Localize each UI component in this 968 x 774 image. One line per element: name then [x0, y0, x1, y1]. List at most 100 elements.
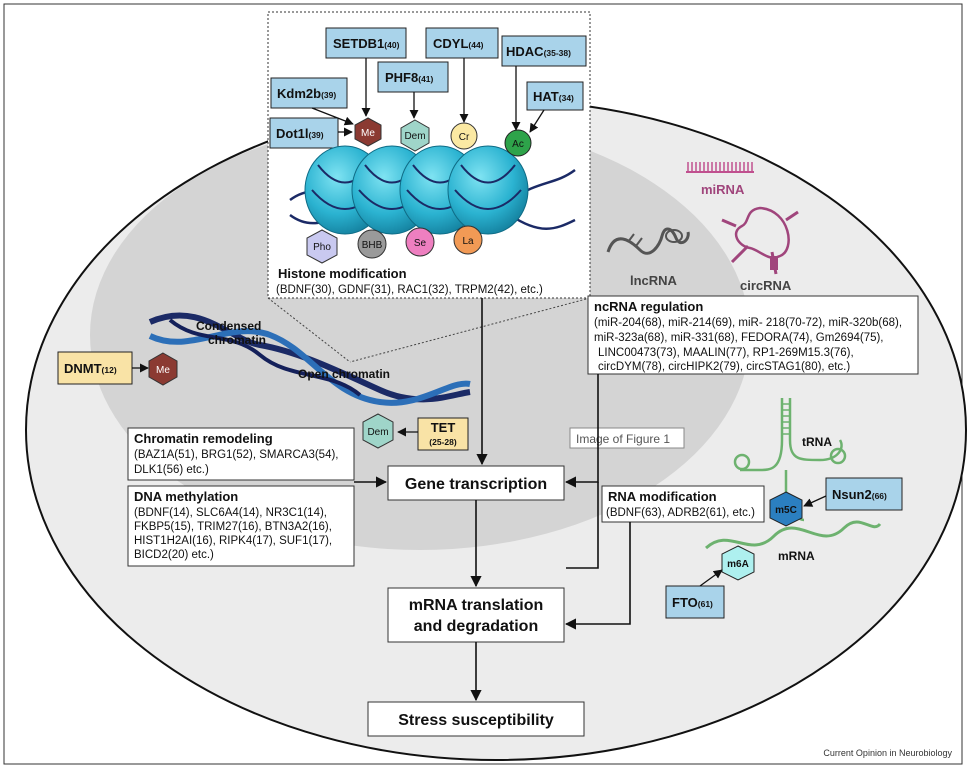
bhb-mark: BHB: [357, 229, 387, 259]
chromatin-remodeling-box: Chromatin remodeling (BAZ1A(51), BRG1(52…: [127, 427, 355, 481]
histone-title: Histone modification: [278, 266, 407, 281]
ncrna-to-translation-line: [566, 482, 599, 569]
svg-text:DLK1(56) etc.): DLK1(56) etc.): [134, 464, 209, 476]
image-tooltip: Image of Figure 1: [569, 427, 685, 449]
dna-methylation-box: DNA methylation (BDNF(14), SLC6A4(14), N…: [127, 485, 355, 567]
svg-text:BHB: BHB: [362, 240, 383, 251]
zoom-line-left: [267, 297, 351, 363]
gene-transcription-box: Gene transcription: [387, 465, 565, 501]
ncrna-box: ncRNA regulation (miR-204(68), miR-214(6…: [587, 295, 919, 375]
svg-text:Image of Figure 1: Image of Figure 1: [576, 432, 670, 446]
svg-text:FKBP5(15), TRIM27(16), BTN3A2(: FKBP5(15), TRIM27(16), BTN3A2(16),: [134, 521, 332, 533]
m6a-mark: m6A: [721, 545, 755, 581]
condensed-label-2: chromatin: [208, 333, 266, 347]
svg-text:SETDB1(40): SETDB1(40): [333, 36, 400, 51]
nsun2-box: Nsun2(66): [825, 477, 903, 511]
hat-arrow: [529, 109, 545, 133]
svg-text:(BDNF(14), SLC6A4(14), NR3C1(1: (BDNF(14), SLC6A4(14), NR3C1(14),: [134, 507, 327, 519]
rna-modification-box: RNA modification (BDNF(63), ADRB2(61), e…: [601, 485, 765, 523]
hdac-box: HDAC(35-38): [501, 35, 587, 67]
fto-box: FTO(61): [665, 585, 725, 619]
svg-text:Stress susceptibility: Stress susceptibility: [398, 712, 554, 729]
hat-box: HAT(34): [526, 81, 584, 111]
kdm2b-arrow: [311, 107, 354, 126]
svg-text:Se: Se: [414, 238, 427, 249]
svg-text:Pho: Pho: [313, 242, 331, 253]
svg-text:(miR-204(68), miR-214(69), miR: (miR-204(68), miR-214(69), miR- 218(70-7…: [594, 317, 902, 329]
condensed-label-1: Condensed: [196, 319, 261, 333]
ac-mark: Ac: [504, 129, 532, 157]
lncrna-label: lncRNA: [630, 273, 678, 288]
trna-label: tRNA: [802, 435, 832, 449]
svg-text:PHF8(41): PHF8(41): [385, 70, 434, 85]
svg-text:miR-323a(68), miR-331(68), FED: miR-323a(68), miR-331(68), FEDORA(74), G…: [594, 332, 884, 344]
svg-text:Dem: Dem: [404, 131, 425, 142]
rnamod-to-translation-arrow: [564, 522, 631, 630]
svg-text:Cr: Cr: [459, 132, 470, 143]
pho-mark: Pho: [306, 229, 338, 264]
lncrna-icon: [606, 227, 690, 255]
svg-text:DNA methylation: DNA methylation: [134, 489, 238, 504]
mrna-label: mRNA: [778, 549, 815, 563]
dot1l-box: Dot1l(39): [269, 117, 339, 149]
phf8-box: PHF8(41): [377, 61, 449, 93]
svg-text:m5C: m5C: [775, 505, 797, 516]
svg-text:Me: Me: [156, 365, 170, 376]
svg-text:HDAC(35-38): HDAC(35-38): [506, 44, 571, 59]
svg-text:mRNA translation: mRNA translation: [409, 597, 544, 614]
svg-text:DNMT(12): DNMT(12): [64, 361, 117, 376]
setdb1-box: SETDB1(40): [325, 27, 407, 59]
mirna-icon: [686, 162, 754, 173]
svg-text:RNA modification: RNA modification: [608, 489, 717, 504]
svg-text:Gene transcription: Gene transcription: [405, 476, 547, 493]
svg-text:Me: Me: [361, 128, 375, 139]
svg-text:Dem: Dem: [367, 427, 388, 438]
la-mark: La: [453, 225, 483, 255]
zoom-line-right: [349, 297, 591, 363]
tet-box: TET (25-28): [417, 417, 469, 451]
nucleosome-4: [447, 145, 529, 235]
histone-genes: (BDNF(30), GDNF(31), RAC1(32), TRPM2(42)…: [276, 284, 543, 296]
nsun2-arrow: [803, 495, 827, 507]
me-mark: Me: [354, 117, 382, 147]
se-mark: Se: [405, 227, 435, 257]
svg-text:FTO(61): FTO(61): [672, 595, 713, 610]
svg-text:Dot1l(39): Dot1l(39): [276, 126, 324, 141]
svg-text:Nsun2(66): Nsun2(66): [832, 487, 887, 502]
mirna-label: miRNA: [701, 182, 745, 197]
open-chromatin-label: Open chromatin: [298, 367, 390, 381]
cr-mark: Cr: [450, 122, 478, 150]
svg-text:(BAZ1A(51), BRG1(52), SMARCA3(: (BAZ1A(51), BRG1(52), SMARCA3(54),: [134, 449, 339, 461]
svg-text:ncRNA regulation: ncRNA regulation: [594, 299, 703, 314]
cdyl-box: CDYL(44): [425, 27, 499, 59]
kdm2b-box: Kdm2b(39): [270, 77, 348, 109]
circrna-label: circRNA: [740, 278, 792, 293]
svg-text:HIST1H2AI(16), RIPK4(17), SUF1: HIST1H2AI(16), RIPK4(17), SUF1(17),: [134, 535, 332, 547]
svg-text:(25-28): (25-28): [429, 437, 457, 447]
dnmt-me-mark: Me: [148, 352, 178, 386]
chromatin-strand: [148, 312, 471, 406]
circrna-icon: [721, 206, 799, 275]
stress-susceptibility-box: Stress susceptibility: [367, 701, 585, 737]
mrna-strand: [704, 520, 882, 550]
mrna-translation-box: mRNA translation and degradation: [387, 587, 565, 643]
svg-text:Ac: Ac: [512, 139, 524, 150]
svg-text:circDYM(78), circHIPK2(79), ci: circDYM(78), circHIPK2(79), circSTAG1(80…: [598, 361, 850, 373]
svg-text:LINC00473(73), MAALIN(77), RP1: LINC00473(73), MAALIN(77), RP1-269M15.3(…: [598, 347, 854, 359]
tet-dem-mark: Dem: [362, 413, 394, 449]
fto-arrow: [699, 569, 723, 587]
svg-text:CDYL(44): CDYL(44): [433, 36, 484, 51]
svg-text:BICD2(20) etc.): BICD2(20) etc.): [134, 549, 214, 561]
svg-text:(BDNF(63), ADRB2(61), etc.): (BDNF(63), ADRB2(61), etc.): [606, 507, 755, 519]
journal-credit: Current Opinion in Neurobiology: [823, 748, 952, 758]
svg-text:m6A: m6A: [727, 559, 749, 570]
svg-text:Chromatin remodeling: Chromatin remodeling: [134, 431, 273, 446]
dem-mark: Dem: [400, 119, 430, 152]
svg-text:Kdm2b(39): Kdm2b(39): [277, 86, 336, 101]
svg-text:La: La: [462, 236, 474, 247]
svg-text:HAT(34): HAT(34): [533, 89, 574, 104]
svg-text:TET: TET: [431, 420, 456, 435]
m5c-mark: m5C: [769, 491, 803, 527]
